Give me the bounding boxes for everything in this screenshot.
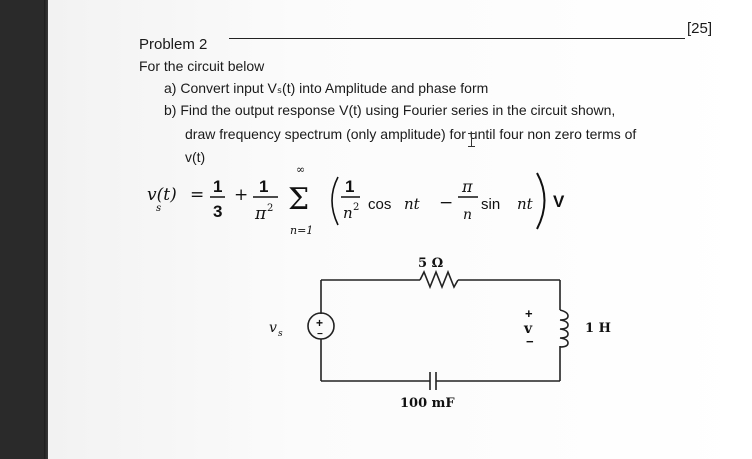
title-underline bbox=[229, 38, 685, 39]
eq-frac1-num: 1 bbox=[213, 177, 222, 196]
eq-lhs-sub: s bbox=[156, 203, 161, 214]
eq-sin: sin bbox=[481, 196, 500, 213]
eq-sum-upper: ∞ bbox=[296, 163, 305, 176]
eq-sum-lower: n=1 bbox=[290, 224, 313, 237]
eq-lhs: v(t) bbox=[147, 185, 177, 205]
output-v: v bbox=[523, 321, 533, 337]
eq-left-paren bbox=[331, 176, 339, 226]
inductor-coil bbox=[559, 309, 569, 348]
problem-title: Problem 2 bbox=[139, 36, 208, 53]
source-minus: − bbox=[317, 329, 323, 340]
part-b-line2: draw frequency spectrum (only amplitude)… bbox=[185, 126, 637, 142]
eq-minus: − bbox=[439, 193, 453, 213]
inductor-label: 1 H bbox=[585, 321, 611, 336]
source-label: v bbox=[269, 320, 277, 336]
eq-frac3-n: n bbox=[343, 204, 353, 222]
eq-frac3-sq: 2 bbox=[353, 202, 359, 213]
eq-equals: = bbox=[190, 185, 204, 205]
eq-frac2-num: 1 bbox=[259, 177, 268, 196]
eq-cos-arg: nt bbox=[404, 195, 421, 213]
text-cursor-icon bbox=[468, 133, 475, 147]
resistor-zigzag bbox=[419, 269, 459, 290]
eq-frac2-sq: 2 bbox=[267, 203, 273, 214]
eq-cos: cos bbox=[368, 196, 391, 213]
eq-frac2-pi: π bbox=[254, 204, 267, 224]
document-page bbox=[48, 0, 752, 459]
output-minus: − bbox=[526, 334, 534, 349]
eq-plus: + bbox=[234, 185, 248, 205]
eq-unit: V bbox=[553, 192, 565, 211]
eq-right-paren bbox=[536, 172, 546, 230]
eq-frac4-n: n bbox=[463, 207, 472, 223]
eq-sin-arg: nt bbox=[517, 195, 534, 213]
capacitor-label: 100 mF bbox=[400, 396, 455, 411]
part-a-text: a) Convert input Vₛ(t) into Amplitude an… bbox=[164, 80, 489, 96]
eq-frac4-pi: π bbox=[461, 177, 473, 196]
problem-points: [25] bbox=[687, 20, 713, 37]
eq-frac3-num: 1 bbox=[345, 177, 354, 196]
eq-frac1-den: 3 bbox=[213, 202, 222, 221]
resistor-label: 5 Ω bbox=[418, 256, 443, 271]
eq-sigma: Σ bbox=[288, 182, 309, 217]
problem-intro: For the circuit below bbox=[139, 58, 265, 74]
output-plus: + bbox=[525, 306, 533, 321]
part-b-line3: v(t) bbox=[185, 149, 206, 165]
source-plus: + bbox=[316, 316, 323, 330]
part-b-line1: b) Find the output response V(t) using F… bbox=[164, 102, 616, 118]
source-label-sub: s bbox=[278, 329, 283, 339]
